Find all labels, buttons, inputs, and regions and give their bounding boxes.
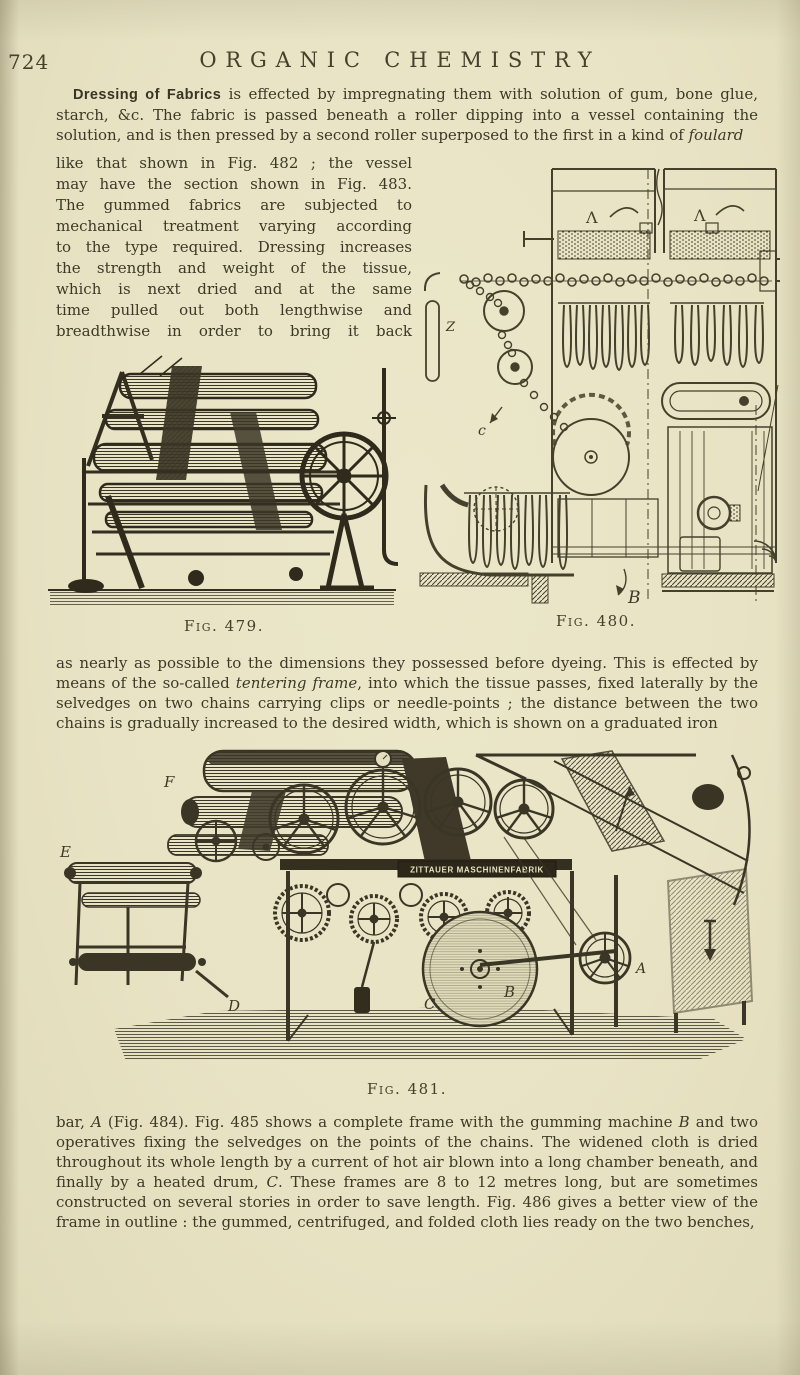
para4-text: (Fig. 484). Fig. 485 shows a complete fr… bbox=[101, 1113, 679, 1131]
page-header: 724 ORGANIC CHEMISTRY bbox=[0, 0, 800, 84]
para4-text: bar, bbox=[56, 1113, 91, 1131]
wrap-line: like that shown in Fig. 482 ; the vessel bbox=[56, 154, 412, 172]
para1-text: is effected by impregnating them with so… bbox=[56, 85, 758, 144]
right-column: Λ Λ bbox=[412, 153, 780, 635]
wrap-line: The gummed fabrics are subjected to bbox=[56, 196, 412, 214]
fig480-label-b: B bbox=[627, 588, 641, 607]
fig480-vent-mark: Λ bbox=[693, 206, 706, 225]
figure-481-caption: Fig. 481. bbox=[367, 1080, 447, 1098]
figure-479-caption: Fig. 479. bbox=[184, 617, 264, 635]
para4-italic-c: C bbox=[266, 1173, 278, 1191]
para4-italic-a: A bbox=[90, 1113, 102, 1131]
wrap-line: to the type required. Dressing increases bbox=[56, 238, 412, 256]
drying-chamber-diagram: Λ Λ bbox=[419, 168, 780, 607]
para3-text: as nearly as possible to the dimensions … bbox=[56, 654, 758, 692]
fig480-label-z: Z bbox=[445, 320, 456, 335]
para4-text: and two operatives fixing the selvedges … bbox=[56, 1113, 758, 1191]
para3-italic-tentering-frame: tentering frame bbox=[235, 674, 358, 692]
text-figure-wrap-row: like that shown in Fig. 482 ; the vessel… bbox=[48, 153, 780, 635]
figure-479: Fig. 479. bbox=[36, 354, 412, 635]
left-column: like that shown in Fig. 482 ; the vessel… bbox=[48, 153, 412, 635]
fig481-label-a: A bbox=[634, 961, 646, 977]
paragraph-wrapped: like that shown in Fig. 482 ; the vessel… bbox=[56, 153, 412, 342]
fig481-label-e: E bbox=[59, 843, 71, 861]
paragraph-frame-description: bar, A (Fig. 484). Fig. 485 shows a comp… bbox=[56, 1112, 758, 1232]
tentering-frame-engraving: E D F bbox=[59, 749, 754, 1061]
para4-text: . These frames are 8 to 12 metres long, … bbox=[56, 1173, 758, 1231]
wrap-line: the strength and weight of the tissue, bbox=[56, 259, 412, 277]
fig480-label-c: c bbox=[478, 423, 486, 439]
para1-italic-foulard: foulard bbox=[688, 126, 744, 144]
para4-italic-b: B bbox=[678, 1113, 690, 1131]
fig481-label-f: F bbox=[163, 773, 175, 791]
page-content: Dressing of Fabrics is effected by impre… bbox=[0, 84, 800, 1232]
paragraph-tentering: as nearly as possible to the dimensions … bbox=[56, 653, 758, 733]
fig481-label-c: C bbox=[424, 995, 436, 1013]
wrap-line: breadthwise in order to bring it back bbox=[56, 322, 412, 340]
wrap-line: mechanical treatment varying according bbox=[56, 217, 412, 235]
wrap-line: which is next dried and at the same bbox=[56, 280, 412, 298]
wrap-line: may have the section shown in Fig. 483. bbox=[56, 175, 412, 193]
figure-480: Λ Λ bbox=[412, 155, 780, 630]
figure-481: E D F bbox=[56, 745, 758, 1098]
bold-lead: Dressing of Fabrics bbox=[73, 87, 222, 103]
fig481-label-b: B bbox=[503, 983, 515, 1001]
paragraph-dressing-intro: Dressing of Fabrics is effected by impre… bbox=[56, 84, 758, 145]
figure-480-caption: Fig. 480. bbox=[556, 612, 636, 630]
fig480-vent-mark: Λ bbox=[585, 208, 598, 227]
wrap-line: time pulled out both lengthwise and bbox=[56, 301, 412, 319]
fig481-nameplate: ZITTAUER MASCHINENFABRIK bbox=[410, 866, 544, 875]
fig481-label-d: D bbox=[227, 997, 240, 1015]
running-title: ORGANIC CHEMISTRY bbox=[199, 48, 601, 72]
stretching-machine-engraving bbox=[48, 355, 399, 606]
page-number: 724 bbox=[8, 50, 50, 74]
para3-text: , into which the tissue passes, fixed la… bbox=[56, 674, 759, 732]
